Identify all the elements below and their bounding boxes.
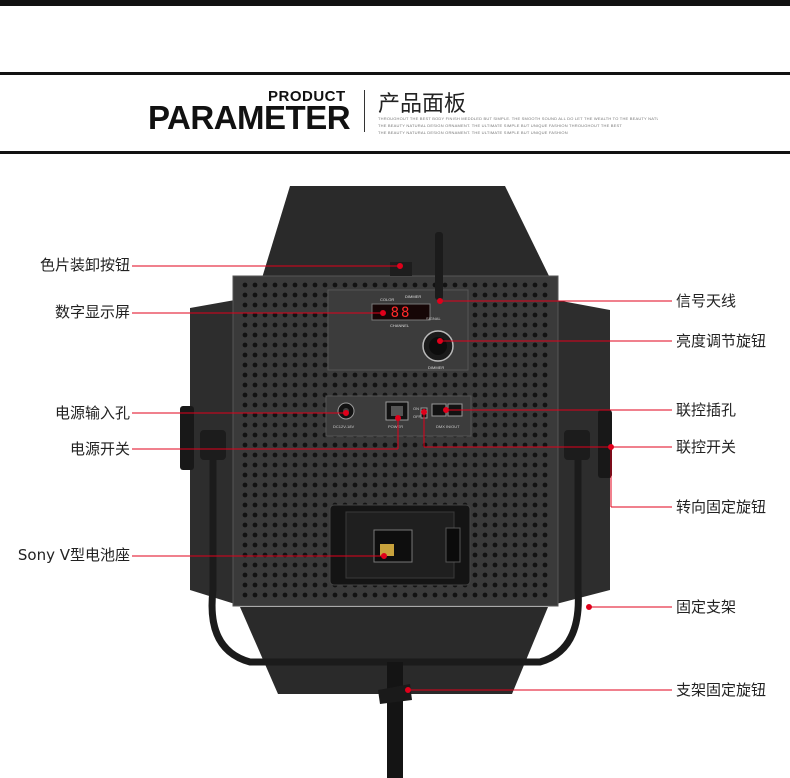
callout-digital-display: 数字显示屏 [54, 303, 130, 321]
antenna [435, 232, 443, 300]
header-title-large: PARAMETER [148, 99, 351, 136]
link-switch-on: ON [413, 406, 419, 411]
power-caption: POWER [388, 424, 403, 429]
callout-rotation-knob: 转向固定旋钮 [676, 498, 767, 516]
dc-caption: DC12V-18V [333, 424, 354, 429]
callout-stand-lock-knob: 支架固定旋钮 [676, 681, 767, 699]
header-title-small: PRODUCT [268, 88, 346, 105]
callout-lines [132, 263, 672, 693]
antenna-caption: SIGNAL [426, 316, 441, 321]
yoke-right-hub [564, 430, 590, 460]
display-caption-right: DIMMER [405, 294, 421, 299]
digital-display [371, 303, 431, 321]
callout-power-input: 电源输入孔 [54, 404, 130, 422]
header-fine-print-1: THROUGHOUT THE BEST BODY FINISH MEDDLED … [378, 116, 658, 121]
header-fine-print-2: THE BEAUTY NATURAL DESIGN ORNAMENT. THE … [378, 123, 623, 128]
callout-filter-release-button: 色片装卸按钮 [39, 256, 130, 274]
header-title-cn: 产品面板 [378, 92, 467, 117]
left-rotation-knob [180, 406, 194, 470]
callout-link-switch: 联控开关 [676, 438, 737, 456]
right-rotation-knob [598, 410, 612, 478]
dmx-caption: DMX IN/OUT [436, 424, 460, 429]
callout-yoke-stand: 固定支架 [676, 598, 737, 616]
display-caption-left: COLOR [380, 297, 394, 302]
header-fine-print-3: THE BEAUTY NATURAL DESIGN ORNAMENT. THE … [378, 130, 568, 135]
header-separator [364, 90, 365, 132]
callout-link-port: 联控插孔 [676, 401, 737, 419]
display-value: 88 [391, 305, 412, 321]
knob-caption: DIMMER [428, 365, 444, 370]
stand-lock-knob [378, 684, 412, 704]
yoke-left-hub [200, 430, 226, 460]
header-bottom-rule [0, 151, 790, 154]
callout-power-switch: 电源开关 [69, 440, 130, 458]
battery-latch [445, 527, 461, 563]
top-border [0, 0, 790, 6]
stand-mount [387, 662, 403, 778]
barndoor-top [262, 186, 550, 278]
callout-antenna: 信号天线 [676, 292, 737, 310]
display-caption-bottom: CHANNEL [390, 323, 410, 328]
power-switch-rocker [391, 406, 403, 416]
header-top-rule [0, 72, 790, 75]
barndoor-bottom [240, 607, 548, 694]
battery-contacts [380, 544, 394, 556]
callout-dimmer-knob: 亮度调节旋钮 [676, 332, 767, 350]
link-switch-off: OFF [413, 414, 422, 419]
callout-battery-mount: Sony V型电池座 [17, 546, 130, 564]
